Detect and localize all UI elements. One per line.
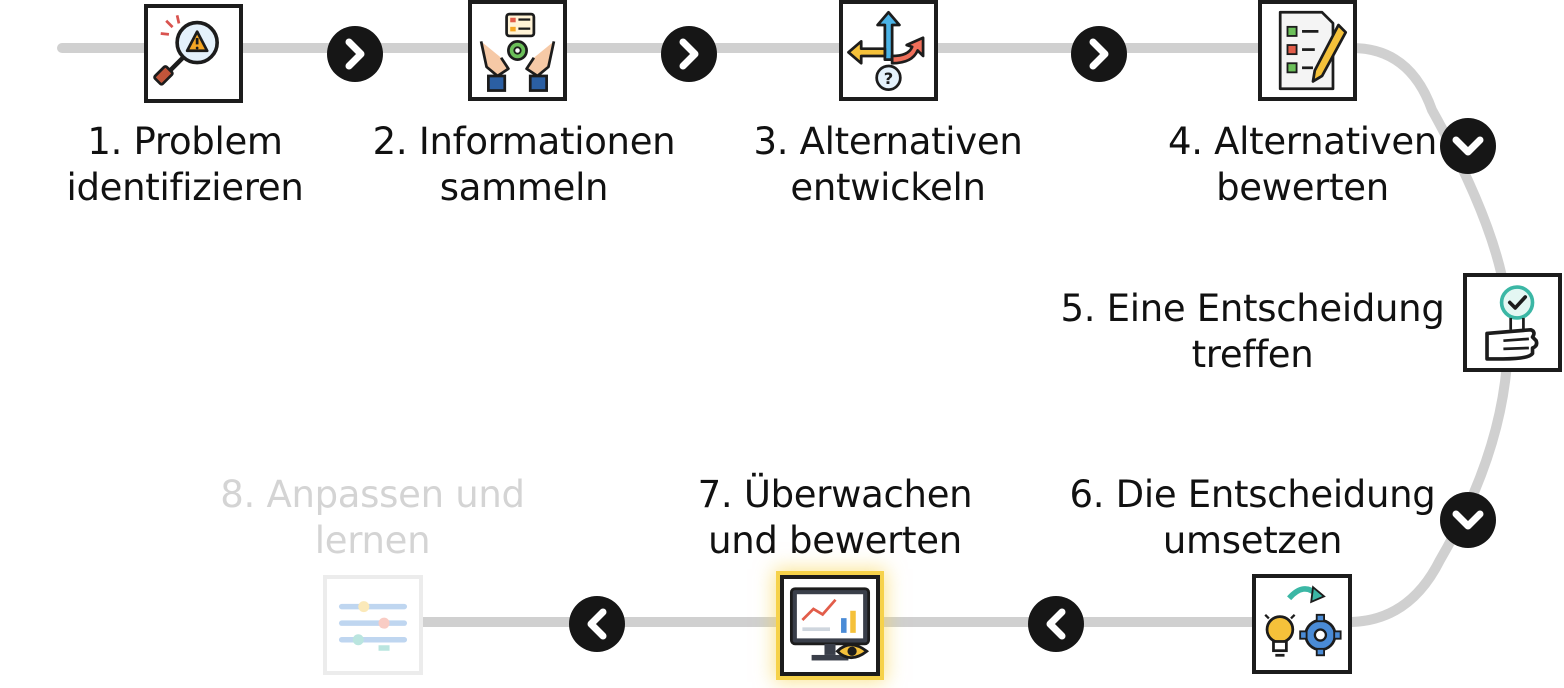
lightbulb-gear-icon	[1264, 585, 1342, 657]
step-3-icon-box: ?	[839, 0, 938, 101]
step-7-label: 7. Überwachen und bewerten	[697, 473, 973, 562]
branching-arrows-question-icon: ?	[847, 10, 925, 91]
chevron-down-icon	[1440, 492, 1496, 548]
chevron-down-icon	[1440, 118, 1496, 174]
step-2-icon-box	[468, 0, 567, 101]
step-1-icon-box	[144, 4, 243, 103]
monitor-chart-eye-icon	[789, 587, 871, 661]
chevron-left-icon	[1028, 596, 1084, 652]
step-4-label: 4. Alternativen bewerten	[1167, 120, 1437, 209]
step-8-label: 8. Anpassen und lernen	[220, 473, 525, 562]
adjust-sliders-icon	[338, 601, 408, 651]
step-5-label: 5. Eine Entscheidung treffen	[1060, 287, 1445, 376]
checklist-pencil-icon	[1278, 10, 1348, 91]
step-2-label: 2. Informationen sammeln	[372, 120, 676, 209]
step-3-label: 3. Alternativen entwickeln	[753, 120, 1023, 209]
step-6-icon-box	[1252, 574, 1352, 674]
step-5-icon-box	[1463, 273, 1562, 372]
step-8-icon-box	[323, 575, 423, 675]
magnifier-warning-icon	[153, 14, 219, 86]
hands-gear-list-icon	[479, 12, 556, 92]
step-1-label: 1. Problem identifizieren	[66, 120, 304, 209]
chevron-right-icon	[661, 26, 717, 82]
chevron-right-icon	[327, 26, 383, 82]
hand-checkmark-sign-icon	[1485, 285, 1539, 361]
chevron-left-icon	[569, 596, 625, 652]
step-6-label: 6. Die Entscheidung umsetzen	[1069, 473, 1436, 562]
step-7-icon-box	[780, 575, 880, 676]
svg-text:?: ?	[884, 69, 894, 88]
step-4-icon-box	[1258, 0, 1357, 101]
chevron-right-icon	[1071, 26, 1127, 82]
